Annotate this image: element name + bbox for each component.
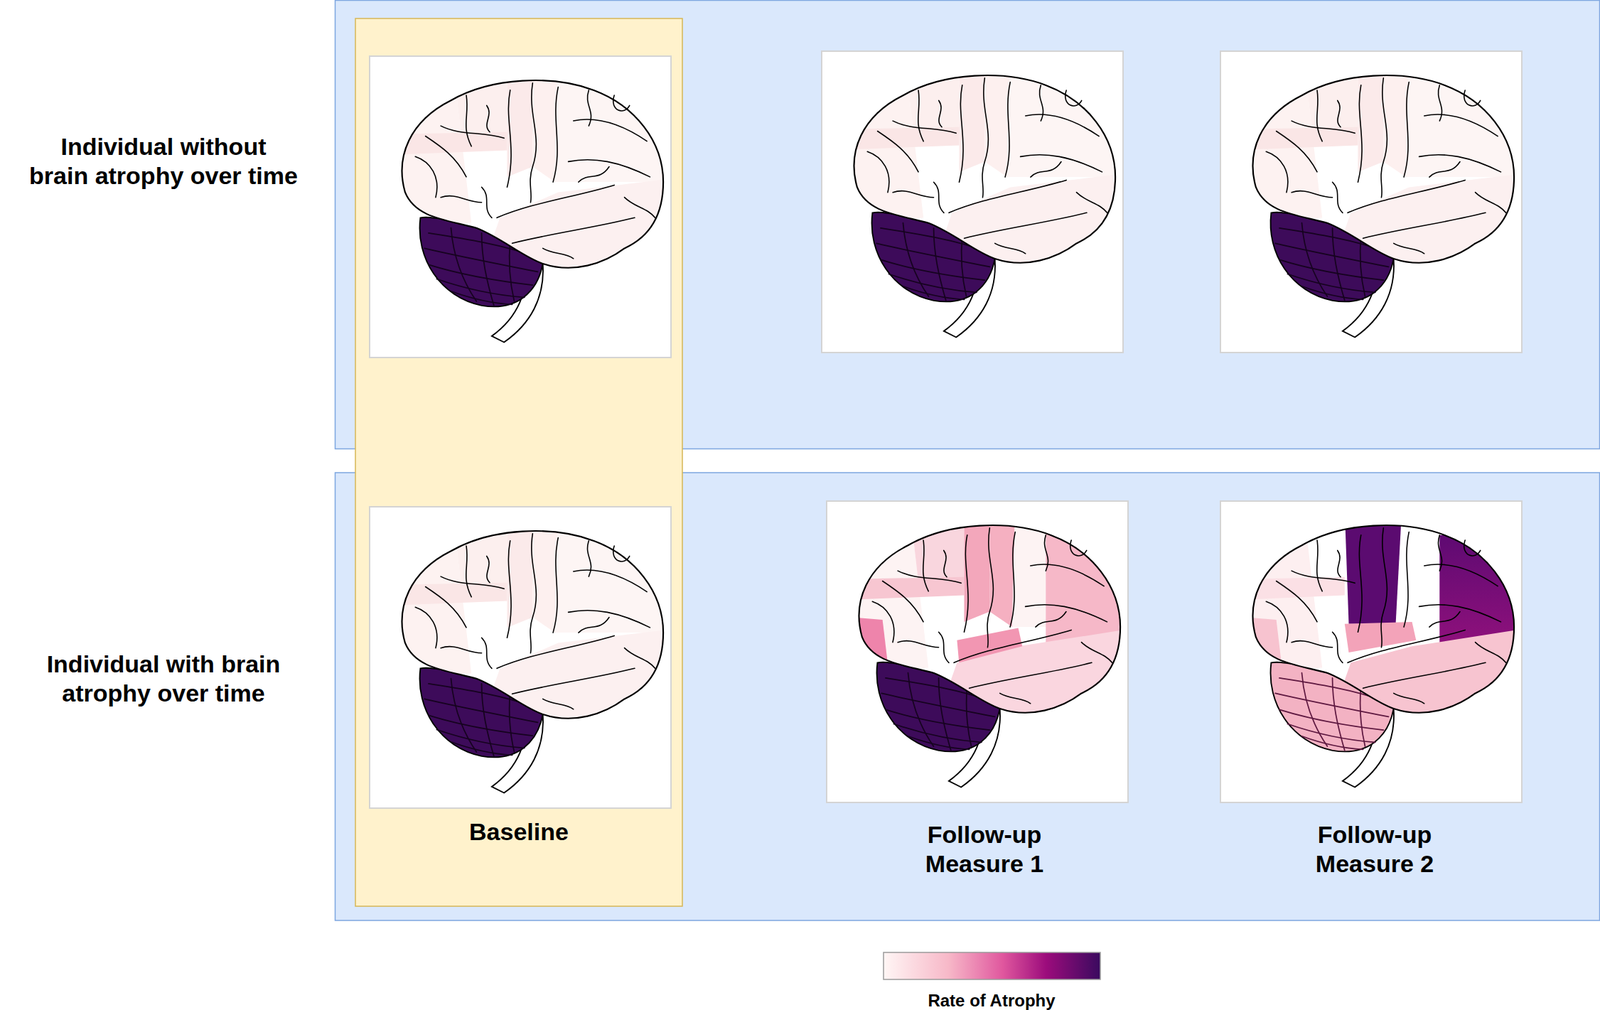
brain-figure-part-part [836,509,1143,745]
brain-figure-part-part [854,75,1116,263]
brain-figure-part [379,64,686,342]
brain-figure [369,56,686,358]
brain-figure [1220,501,1537,803]
brain-figure-part-part [859,525,1121,713]
brain-figure-part [836,509,1143,787]
brain-figure-part-part [867,78,1107,254]
brain-figure-part-part-part [909,509,964,583]
brain-figure [369,506,686,809]
baseline-band: Baseline [355,18,683,907]
brain-figure-part-part [402,80,664,268]
brain-figure-part-part [1230,509,1537,745]
color-scale-bar [883,952,1101,980]
brain-figure-part-part-part [1230,59,1537,295]
brain-figure [821,51,1138,353]
brain-figure-part-part [1253,525,1515,713]
row-label: Individual without brain atrophy over ti… [7,132,320,191]
brain-figure-part-part-part [989,509,1016,627]
brain-figure-part [379,515,686,793]
brain-figure-part-part-part [379,515,686,750]
brain-figure-part [1230,59,1537,337]
brain-figure-part-part-part [1344,509,1402,625]
follow-up-panel: Follow-up Measure 1 Follow-up Measure 2 [334,472,1600,921]
brain-figure-part-part [402,530,664,719]
brain-figure-part-part [415,83,655,259]
brain-figure [826,501,1143,803]
brain-figure-part-part-part [831,59,1138,295]
brain-figure-part-part [1253,75,1515,263]
legend-label: Rate of Atrophy [927,990,1055,1010]
brain-figure [1220,51,1537,353]
brain-figure-part-part-part [1238,616,1281,664]
brain-figure-part-part [872,528,1112,704]
brain-figure-part-part [831,59,1138,295]
brain-figure-part-part-part [1250,577,1345,600]
brain-figure-part [1230,509,1537,787]
brain-figure-part-part [1265,528,1506,704]
brain-figure-part-part [1265,78,1506,254]
column-label: Follow-up Measure 2 [1268,820,1482,879]
brain-figure-part-part-part [379,64,686,300]
brain-figure-part [831,59,1138,337]
brain-figure-part-part [379,64,686,300]
brain-figure-part-part [415,533,655,710]
brain-figure-part-part-part [928,626,1143,745]
brain-figure-part-part-part [1344,621,1416,653]
column-label: Follow-up Measure 1 [877,820,1092,879]
brain-figure-part-part-part [844,616,888,664]
legend-entry: Rate of Atrophy [849,990,1134,1010]
brain-figure-part-part [379,515,686,750]
row-label: Individual with brain atrophy over time [7,649,320,708]
brain-figure-part-part [1230,59,1537,295]
column-label: Baseline [362,817,676,847]
